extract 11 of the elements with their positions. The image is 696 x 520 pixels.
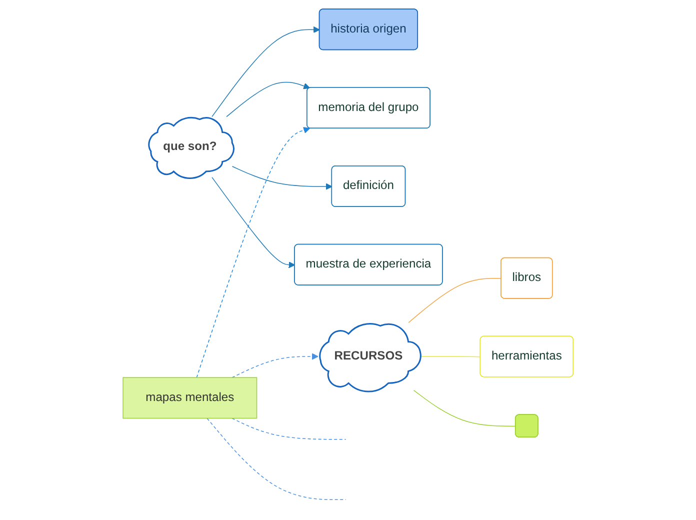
node-box: mapas mentales bbox=[122, 377, 258, 419]
connector bbox=[232, 418, 346, 440]
arrow bbox=[226, 82, 310, 118]
connector bbox=[408, 278, 502, 324]
connector bbox=[206, 418, 346, 500]
arrow bbox=[232, 166, 332, 190]
arrow bbox=[212, 26, 320, 118]
arrow bbox=[196, 127, 310, 378]
connector bbox=[413, 390, 516, 427]
arrow bbox=[212, 176, 296, 268]
arrow bbox=[232, 353, 318, 378]
